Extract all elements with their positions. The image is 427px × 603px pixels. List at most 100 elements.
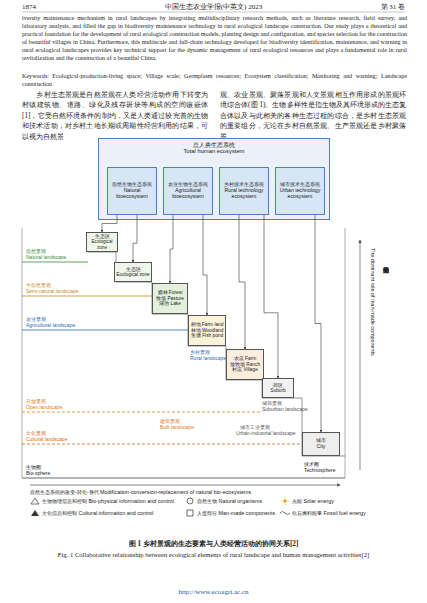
- keywords-text: Keywords: Ecological-production-living s…: [22, 73, 407, 89]
- node-text: Agricultural bioecosystem: [164, 188, 212, 200]
- legend-text: 人造部分 Man-made components: [197, 510, 275, 517]
- dominance-arrow: [360, 240, 361, 470]
- ecosystem-box: 农业生物生态系统Agricultural bioecosystem: [163, 167, 213, 215]
- node-text: Suburb: [269, 388, 286, 393]
- ecosystem-box: 乡村技术生态系统Rural technology ecosystem: [219, 167, 269, 215]
- legend-text: 文化信息和控制 Cultural information and control: [42, 510, 153, 517]
- node-text: 郊区: [272, 383, 284, 388]
- node-text: 林地 Woodland: [190, 328, 225, 333]
- node-text: Total human ecosystem: [183, 148, 246, 154]
- zone-label: Technosphere: [304, 468, 335, 474]
- legend-row: 光能 Solar energy: [280, 497, 334, 505]
- zone-label: 自然景观: [26, 248, 46, 254]
- system-box: 总人类生态系统Total human ecosystem 自然生物生态系统Natu…: [98, 138, 330, 220]
- figure-caption: Fig. 1 Collaborative relationship betwee…: [0, 551, 427, 559]
- node-text: 森林 Forest: [157, 290, 184, 295]
- legend-text: 化石燃料能量 Fossil fuel energy: [292, 510, 366, 517]
- legend-symbol: [185, 497, 195, 505]
- zone-box: 生态区Ecological zone: [114, 262, 152, 282]
- legend-row: 自然生物 Natural organisms: [185, 497, 262, 505]
- zone-label: Suburban landscape: [262, 407, 308, 413]
- zone-label: Urban-industrial landscape: [236, 431, 295, 437]
- zone-line: [22, 412, 262, 413]
- node-text: Urban technology ecosystem: [276, 188, 324, 200]
- zone-label: 城郊景观: [262, 400, 282, 406]
- legend-symbol: [280, 497, 290, 505]
- node-text: Rural technology ecosystem: [220, 188, 268, 200]
- journal-header: 中国生态农业学报(中英文) 2023: [0, 3, 427, 11]
- zone-label: Cultural landscape: [26, 437, 67, 443]
- volume-number: 第 31 卷: [345, 3, 405, 11]
- abstract-text: iversity maintenance mechanism in rural …: [22, 15, 407, 63]
- legend-text: 生物物理信息和控制 Bio-physical information and c…: [42, 498, 174, 505]
- body-text: 乡村生态景观是自然景观在人类经营活动作用下转变为村镇建筑物、道路、绿化及残存斑块…: [22, 90, 208, 142]
- connector: [133, 215, 137, 262]
- zone-line: [22, 296, 152, 297]
- zone-label: 半自然景观: [26, 282, 51, 288]
- zone-label: 城市工业景观: [240, 424, 270, 430]
- node-text: 鱼塘 Fish pond: [190, 333, 224, 338]
- legend-row: 生物物理信息和控制 Bio-physical information and c…: [30, 497, 174, 505]
- node-text: 生态区: [94, 234, 111, 239]
- node-text: Natural bioecosystem: [108, 188, 156, 200]
- axis-label: 自然生态系统的改变-转化-替代 Modification-conversion-…: [30, 489, 251, 495]
- connector: [203, 215, 207, 315]
- frame-line: [345, 228, 346, 478]
- zone-line: [22, 444, 302, 445]
- body-text: 观、农业景观、聚落景观和人文景观相互作用形成的景观环境综合体(图 1)。生物多样…: [220, 90, 406, 142]
- connector: [264, 215, 278, 378]
- node-text: 总人类生态系统: [192, 142, 236, 148]
- zone-line: [22, 262, 88, 263]
- zone-label: 技术圈: [304, 461, 319, 467]
- legend-text: 自然生物 Natural organisms: [197, 498, 262, 505]
- node-text: 耕地 Farm land: [190, 322, 225, 327]
- ecosystem-box: 自然生物生态系统Natural bioecosystem: [107, 167, 157, 215]
- zone-label: Natural landscape: [26, 255, 66, 261]
- legend-symbol: [30, 497, 40, 505]
- legend-symbol: [30, 509, 40, 517]
- footer-url: http://www.ecoagri.ac.cn: [0, 588, 427, 596]
- connector: [239, 215, 245, 349]
- axis-label: The dominant role of man-made components: [370, 248, 376, 356]
- legend-row: 人造部分 Man-made components: [185, 509, 275, 517]
- zone-label: 农业景观: [26, 316, 46, 322]
- zone-label: Built landscape: [160, 425, 194, 431]
- landscape-box: 耕地 Farm land林地 Woodland鱼塘 Fish pond: [188, 315, 226, 346]
- node-text: 生态区: [125, 267, 142, 272]
- node-text: 湖泊 Lake: [158, 301, 182, 306]
- frame-line: [22, 228, 23, 478]
- zone-label: 生物圈: [26, 464, 41, 470]
- node-text: Ecological zone: [115, 272, 151, 277]
- zone-label: 文化景观: [26, 430, 46, 436]
- zone-label: 建筑景观: [160, 418, 180, 424]
- zone-line: [22, 330, 188, 331]
- landscape-box: 森林 Forest牧场 Pasture湖泊 Lake: [152, 283, 188, 314]
- zone-label: Open landscape: [26, 405, 62, 411]
- node-text: 农庄 Farm: [233, 356, 258, 361]
- ecosystem-box: 城市技术生态系统Urban technology ecosystem: [275, 167, 325, 215]
- node-text: 放牧场 Ranch: [229, 362, 261, 367]
- node-text: City: [316, 444, 327, 450]
- connector: [102, 215, 117, 232]
- zone-label: 开放景观: [26, 398, 46, 404]
- page-number: 1874: [22, 3, 36, 11]
- zone-label: Agricultural landscape: [26, 323, 75, 329]
- zone-label: Bio-sphere: [26, 471, 50, 477]
- legend-symbol: [185, 509, 195, 517]
- landscape-box: 郊区Suburb: [262, 378, 294, 398]
- legend-row: 文化信息和控制 Cultural information and control: [30, 509, 153, 517]
- zone-line: [22, 478, 345, 479]
- legend-row: 化石燃料能量 Fossil fuel energy: [280, 509, 366, 517]
- zone-label: Rural landscape: [190, 356, 226, 362]
- legend-text: 光能 Solar energy: [292, 498, 334, 505]
- axis-arrow: [30, 485, 340, 486]
- landscape-box: 城市City: [302, 432, 340, 456]
- zone-box: 生态区Ecological zone: [86, 232, 118, 252]
- figure-caption: 图 1 乡村景观的生态要素与人类经营活动的协同关系[2]: [0, 540, 427, 548]
- landscape-box: 农庄 Farm放牧场 Ranch村庄 Village: [226, 349, 264, 380]
- connector: [170, 215, 173, 283]
- header-rule: [22, 12, 405, 13]
- legend-symbol: [280, 509, 290, 517]
